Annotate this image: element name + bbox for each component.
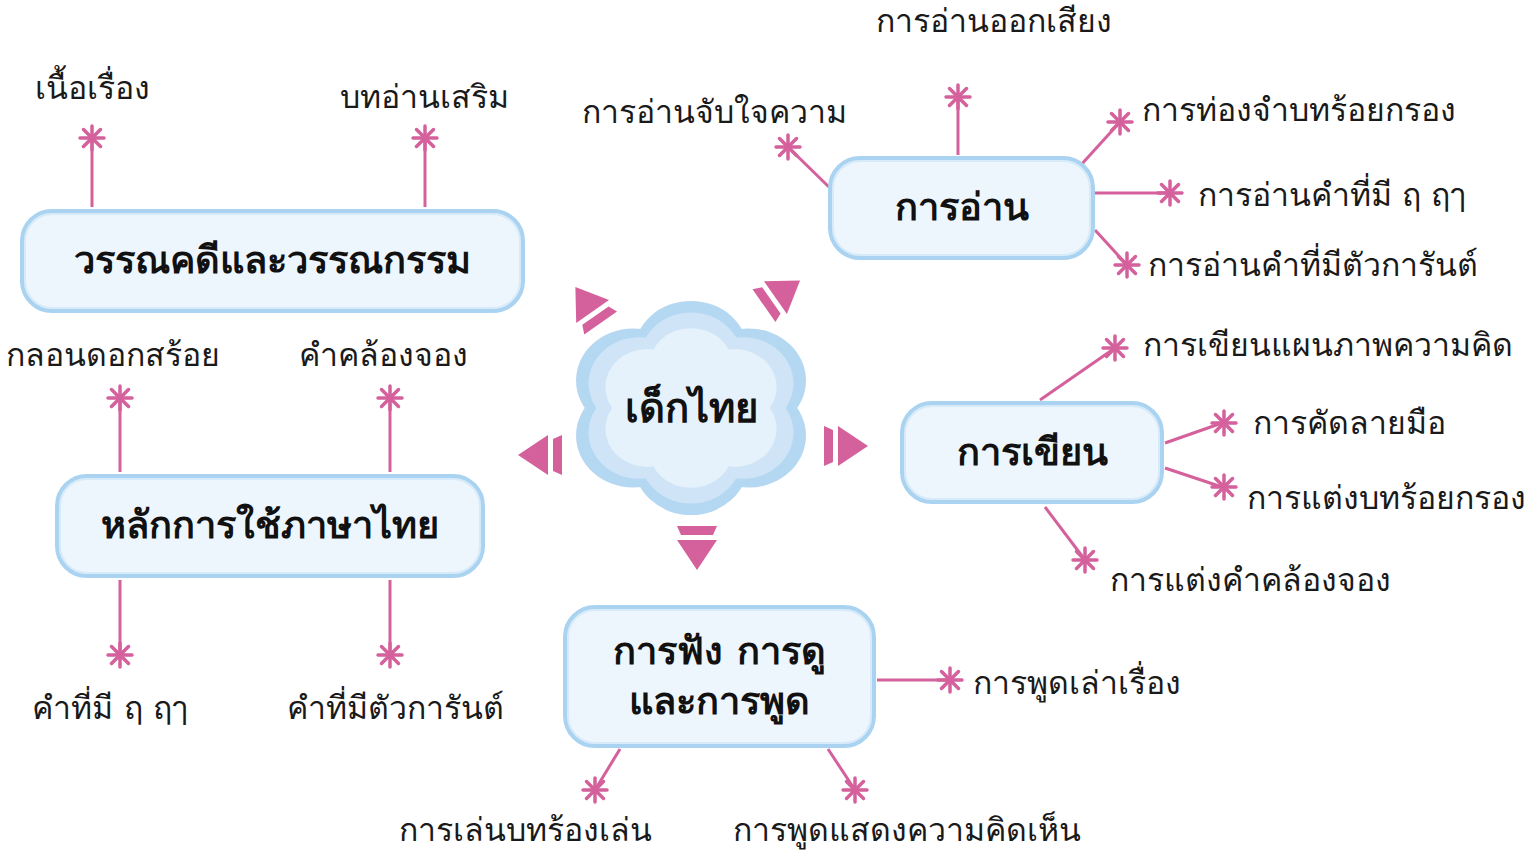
subtopic-label: คำที่มี ฤ ฤๅ	[32, 689, 187, 727]
topic-title: การฟัง การดู และการพูด	[589, 627, 850, 726]
subtopic-label: บทอ่านเสริม	[340, 78, 509, 116]
subtopic-label: คำที่มีตัวการันต์	[287, 689, 504, 727]
subtopic-label: การแต่งบทร้อยกรอง	[1247, 479, 1526, 517]
topic-title: การอ่าน	[895, 183, 1029, 232]
subtopic-label: การเขียนแผนภาพความคิด	[1143, 326, 1513, 364]
topic-box: หลักการใช้ภาษาไทย	[55, 474, 485, 578]
subtopic-label: การอ่านคำที่มีตัวการันต์	[1148, 246, 1478, 284]
subtopic-label: การเล่นบทร้องเล่น	[399, 811, 652, 849]
subtopic-label: การอ่านจับใจความ	[582, 93, 847, 131]
subtopic-label: การอ่านคำที่มี ฤ ฤๅ	[1198, 176, 1466, 214]
center-cloud: เด็กไทย	[565, 300, 817, 516]
topic-box: การฟัง การดู และการพูด	[563, 605, 876, 748]
subtopic-label: กลอนดอกสร้อย	[6, 336, 220, 374]
topic-box: การเขียน	[900, 401, 1164, 504]
topic-title: การเขียน	[957, 428, 1108, 477]
topic-box: การอ่าน	[828, 156, 1095, 260]
topic-box: วรรณคดีและวรรณกรรม	[20, 209, 525, 313]
pointer-triangles	[518, 264, 868, 570]
topic-title: เด็กไทย	[625, 376, 758, 440]
subtopic-label: การอ่านออกเสียง	[876, 2, 1112, 40]
subtopic-label: การพูดแสดงความคิดเห็น	[733, 811, 1081, 849]
subtopic-label: การพูดเล่าเรื่อง	[973, 664, 1181, 702]
subtopic-label: การท่องจำบทร้อยกรอง	[1142, 91, 1456, 129]
topic-title: หลักการใช้ภาษาไทย	[101, 501, 439, 550]
subtopic-label: เนื้อเรื่อง	[35, 69, 150, 107]
subtopic-label: คำคล้องจอง	[299, 336, 468, 374]
subtopic-label: การคัดลายมือ	[1253, 404, 1446, 442]
topic-title: วรรณคดีและวรรณกรรม	[74, 236, 471, 285]
subtopic-label: การแต่งคำคล้องจอง	[1110, 561, 1391, 599]
